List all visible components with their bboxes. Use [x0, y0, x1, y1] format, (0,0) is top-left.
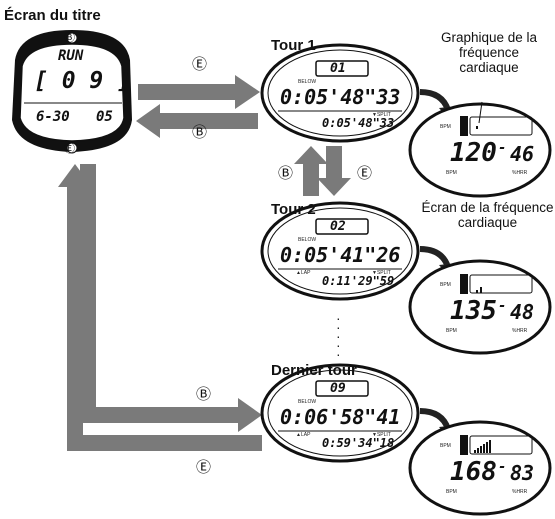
curved-arrow-2: [419, 246, 451, 269]
lap2-below-label: BELOW: [298, 237, 317, 243]
heart2-dash: -: [498, 298, 507, 314]
lap1-split-label: ▼SPLIT: [372, 112, 391, 118]
button-b-marker: Ⓑ: [278, 165, 294, 182]
heart1-dash: -: [498, 140, 507, 156]
heart-screens: [408, 102, 552, 516]
graph-bar: [477, 448, 479, 453]
last-lap-heading: Dernier tour: [271, 362, 357, 379]
heart-screen-2: [408, 259, 552, 355]
lap9-split-time: 0:59'34"18: [322, 436, 395, 450]
arrow-lap1-to-lap2: [317, 146, 351, 196]
lap-number-brackets: [315, 60, 369, 397]
lap1-number: 01: [330, 61, 346, 76]
curved-arrow-1: [419, 89, 451, 112]
watch-b-button-label: Ⓑ: [64, 32, 75, 44]
heart-screen-3: [408, 420, 552, 516]
lap9-number: 09: [330, 381, 346, 396]
title-main-text: [ 0 9 ]: [34, 68, 131, 94]
lap-screen-dividers: [278, 110, 402, 432]
button-b-marker: Ⓑ: [192, 124, 208, 141]
graph-bar: [486, 442, 488, 453]
lap2-split-time: 0:11'29"59: [322, 274, 395, 288]
lap1-heading: Tour 1: [271, 37, 316, 54]
title-watch: [12, 30, 132, 154]
heart3-hrr-label: %HRR: [512, 489, 528, 495]
button-e-marker: Ⓔ: [357, 165, 373, 182]
button-b-marker: Ⓑ: [196, 386, 212, 403]
graph-bar: [483, 444, 485, 453]
watch-e-button-label: Ⓔ: [64, 143, 75, 155]
heart2-bpm-bottom-label: BPM: [446, 328, 457, 334]
heart2-bpm-label: BPM: [440, 282, 451, 288]
heart3-dash: -: [498, 459, 507, 475]
arrow-lap1-to-title: [136, 104, 258, 138]
button-e-marker: Ⓔ: [192, 56, 208, 73]
graph-bar: [480, 287, 482, 293]
graph-bar: [489, 440, 491, 453]
button-e-marker: Ⓔ: [196, 459, 212, 476]
lap1-main-time: 0:05'48"33: [280, 85, 401, 109]
heart3-bpm-bottom-label: BPM: [446, 489, 457, 495]
lap2-number: 02: [330, 219, 346, 234]
graph-bar: [474, 450, 476, 453]
heart2-value-left: 135: [450, 296, 497, 326]
heart1-bpm-label: BPM: [440, 124, 451, 130]
heart3-bpm-label: BPM: [440, 443, 451, 449]
heart-screen-top-brackets: [469, 116, 533, 455]
lap9-below-label: BELOW: [298, 399, 317, 405]
heart3-value-right: 83: [510, 461, 535, 485]
lap9-main-time: 0:06'58"41: [280, 405, 401, 429]
arrow-last-to-title: [58, 164, 262, 451]
graph-bar: [480, 446, 482, 453]
lap9-split-label: ▼SPLIT: [372, 432, 391, 438]
lap2-main-time: 0:05'41"26: [280, 243, 401, 267]
arrow-title-to-lap1: [138, 75, 260, 109]
heart-graph-blocks: [460, 116, 491, 455]
title-screen-heading: Écran du titre: [4, 7, 101, 24]
graph-bar: [476, 290, 478, 293]
graph-bar: [476, 126, 478, 129]
title-count-text: 05: [96, 109, 113, 125]
lap9-lap-label: ▲LAP: [296, 432, 311, 438]
heart1-bpm-bottom-label: BPM: [446, 170, 457, 176]
heart1-value-left: 120: [450, 138, 497, 168]
lap1-below-label: BELOW: [298, 79, 317, 85]
heart-screen-1: [408, 102, 552, 198]
lap2-heading: Tour 2: [271, 201, 316, 218]
graph-pointer-line: [478, 101, 483, 124]
arrow-title-to-last: [80, 164, 262, 432]
curved-arrow-3: [419, 408, 451, 431]
heart2-hrr-label: %HRR: [512, 328, 528, 334]
graph-caption: Graphique de la fréquence cardiaque: [440, 30, 538, 75]
heart2-value-right: 48: [510, 300, 535, 324]
continuation-dots: ·····: [336, 310, 341, 362]
heart1-hrr-label: %HRR: [512, 170, 528, 176]
title-mode-text: RUN: [58, 48, 84, 64]
heart3-value-left: 168: [450, 457, 497, 487]
heart-screen-caption: Écran de la fréquence cardiaque: [421, 200, 554, 230]
heart1-value-right: 46: [510, 142, 535, 166]
title-date-text: 6-30: [36, 109, 70, 125]
arrow-lap2-to-lap1: [294, 146, 328, 196]
lap2-split-label: ▼SPLIT: [372, 270, 391, 276]
flow-arrows: [58, 75, 351, 451]
lap-screen-inner: [267, 49, 413, 457]
lap1-split-time: 0:05'48"33: [322, 116, 395, 130]
lap2-lap-label: ▲LAP: [296, 270, 311, 276]
